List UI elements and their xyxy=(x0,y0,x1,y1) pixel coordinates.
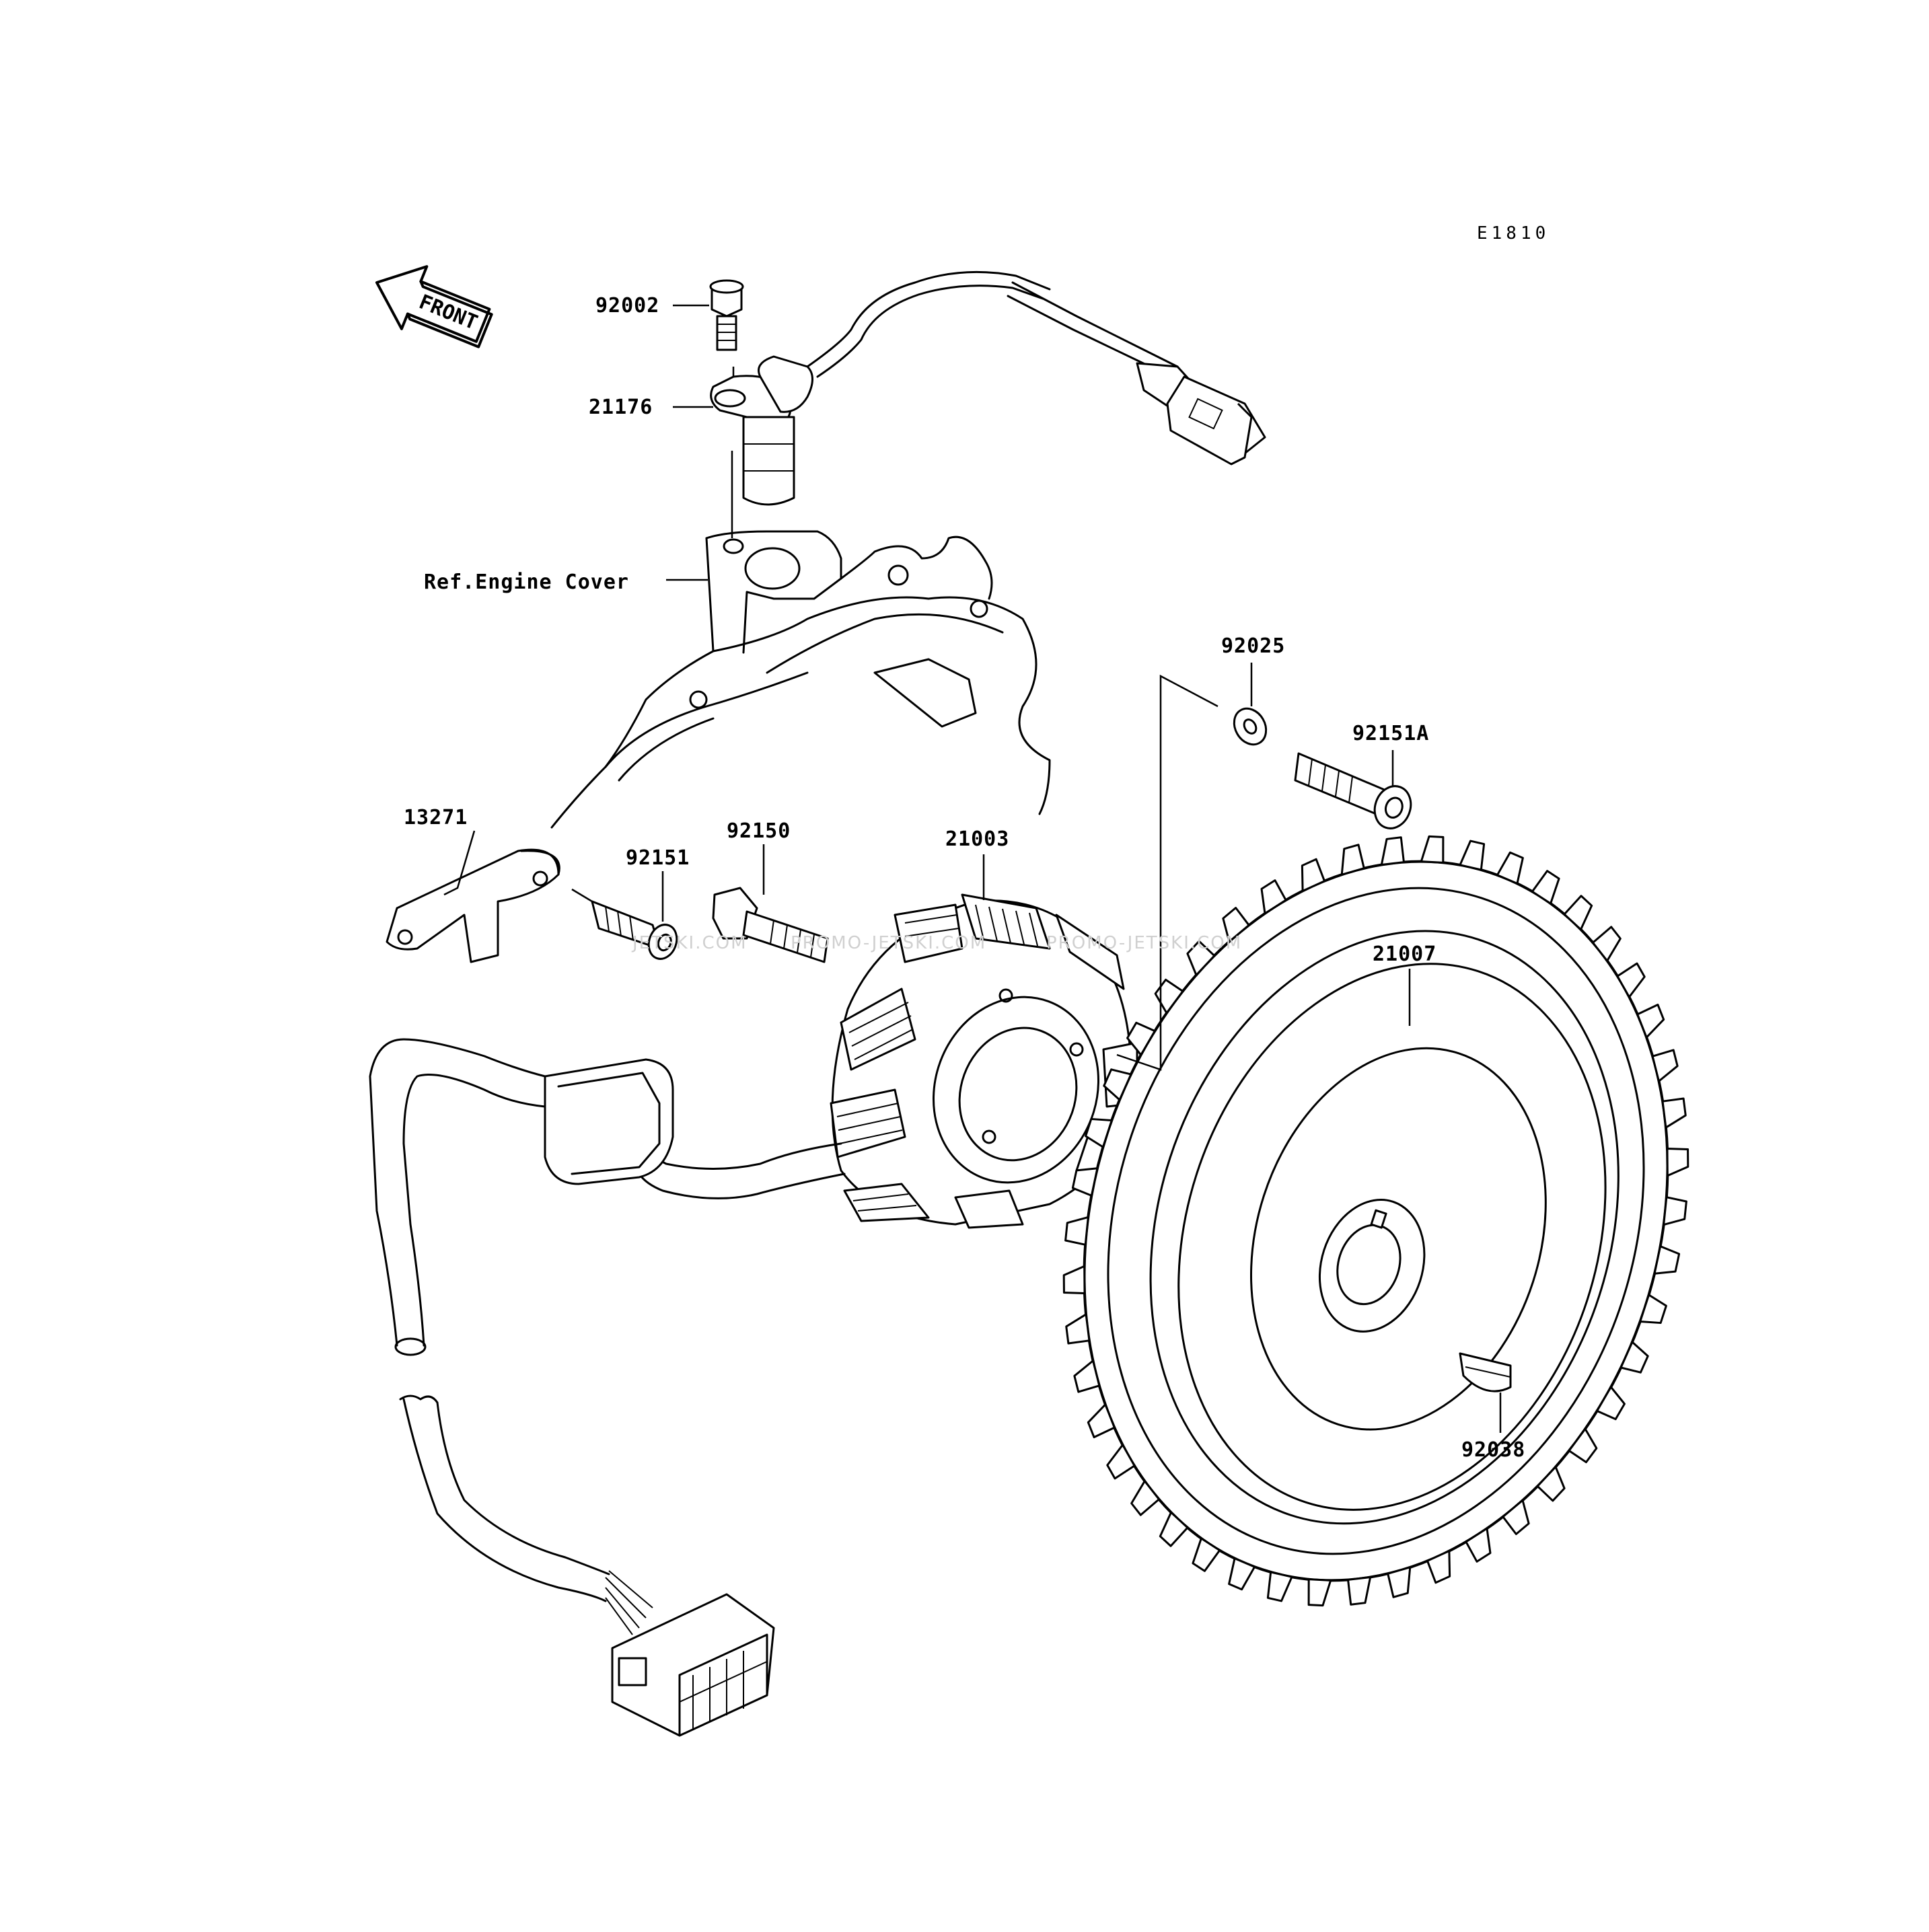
rotor-tooth xyxy=(1260,879,1287,915)
engine-cover xyxy=(550,530,1051,829)
rotor-tooth xyxy=(1619,1341,1649,1374)
callout-labels: 92002 21176 Ref.Engine Cover 92025 92151… xyxy=(404,294,1525,1462)
rotor-tooth xyxy=(1426,1550,1451,1584)
bolt-92151 xyxy=(591,900,678,960)
rotor-tooth xyxy=(1651,1049,1679,1082)
rotor-tooth xyxy=(1062,1265,1086,1295)
rotor-tooth xyxy=(1340,844,1365,876)
callout-21007: 21007 xyxy=(1373,942,1436,966)
rotor-tooth xyxy=(1661,1097,1687,1129)
bolt-92151A xyxy=(1294,752,1412,829)
rotor-tooth xyxy=(1071,1167,1099,1197)
watermark: JETSKI.COM PROMO-JETSKI.COM PROMO-JETSKI… xyxy=(631,933,1242,953)
rotor-tooth xyxy=(1347,1576,1372,1606)
rotor-tooth xyxy=(1663,1196,1687,1226)
bracket-13271 xyxy=(386,848,560,963)
rotor-tooth xyxy=(1563,895,1593,931)
rotor-tooth xyxy=(1064,1216,1089,1246)
rotor-tooth xyxy=(1301,858,1325,892)
reference-label: Ref.Engine Cover xyxy=(424,570,629,594)
harness-connector xyxy=(611,1593,775,1737)
callout-21176: 21176 xyxy=(589,396,653,419)
sensor-connector xyxy=(1166,375,1266,466)
callout-92151: 92151 xyxy=(626,846,690,870)
rotor-tooth xyxy=(1126,1021,1156,1056)
stator-harness xyxy=(369,1038,846,1635)
crank-sensor-21176 xyxy=(710,270,1212,506)
callout-92150: 92150 xyxy=(727,819,791,843)
rotor-tooth xyxy=(1465,1527,1492,1563)
callout-92151A: 92151A xyxy=(1352,722,1429,745)
callout-13271: 13271 xyxy=(404,806,468,829)
watermark-3: PROMO-JETSKI.COM xyxy=(1046,933,1242,953)
rotor-tooth xyxy=(1502,1499,1530,1535)
rotor-21007 xyxy=(1062,835,1689,1607)
rotor-tooth xyxy=(1531,870,1560,905)
watermark-1: JETSKI.COM xyxy=(631,933,748,953)
rotor-tooth xyxy=(1154,978,1184,1014)
rotor-tooth xyxy=(1591,926,1622,962)
rotor-tooth xyxy=(1420,835,1445,864)
rotor-tooth xyxy=(1653,1245,1681,1275)
rotor-tooth xyxy=(1459,840,1486,871)
rotor-tooth xyxy=(1087,1403,1116,1438)
rotor-tooth xyxy=(1387,1566,1412,1598)
diagram-code: E1810 xyxy=(1477,223,1550,244)
rotor-tooth xyxy=(1103,1068,1132,1101)
rotor-tooth xyxy=(1307,1578,1332,1607)
rotor-tooth xyxy=(1186,940,1216,976)
rotor-tooth xyxy=(1639,1294,1667,1325)
rotor-teeth xyxy=(1062,835,1689,1607)
callout-21003: 21003 xyxy=(945,827,1009,851)
washer-92025 xyxy=(1233,707,1268,746)
rotor-tooth xyxy=(1636,1004,1665,1039)
callout-92038: 92038 xyxy=(1461,1438,1525,1462)
rotor-tooth xyxy=(1106,1444,1136,1480)
rotor-tooth xyxy=(1536,1466,1566,1502)
watermark-2: PROMO-JETSKI.COM xyxy=(791,933,986,953)
rotor-tooth xyxy=(1380,836,1405,866)
rotor-tooth xyxy=(1596,1386,1626,1421)
rotor-tooth xyxy=(1568,1427,1598,1464)
stator-21003 xyxy=(830,893,1138,1229)
rotor-tooth xyxy=(1266,1571,1293,1602)
rotor-tooth xyxy=(1065,1313,1091,1345)
bolt-92002 xyxy=(709,279,744,351)
bolt-92150 xyxy=(712,887,829,963)
callout-92025: 92025 xyxy=(1221,634,1285,658)
rotor-tooth xyxy=(1130,1480,1161,1516)
rotor-tooth xyxy=(1073,1360,1101,1393)
leader-lines xyxy=(443,304,1502,1433)
rotor-tooth xyxy=(1228,1557,1256,1591)
rotor-tooth xyxy=(1616,962,1646,998)
rotor-tooth xyxy=(1085,1117,1113,1148)
rotor-tooth xyxy=(1159,1511,1189,1547)
front-arrow-icon: FRONT xyxy=(375,265,493,348)
rotor-tooth xyxy=(1192,1537,1221,1572)
rotor-tooth xyxy=(1666,1147,1689,1177)
callout-92002: 92002 xyxy=(595,294,659,318)
rotor-tooth xyxy=(1496,851,1524,885)
rotor-tooth xyxy=(1222,907,1250,943)
key-92038 xyxy=(1459,1352,1512,1392)
